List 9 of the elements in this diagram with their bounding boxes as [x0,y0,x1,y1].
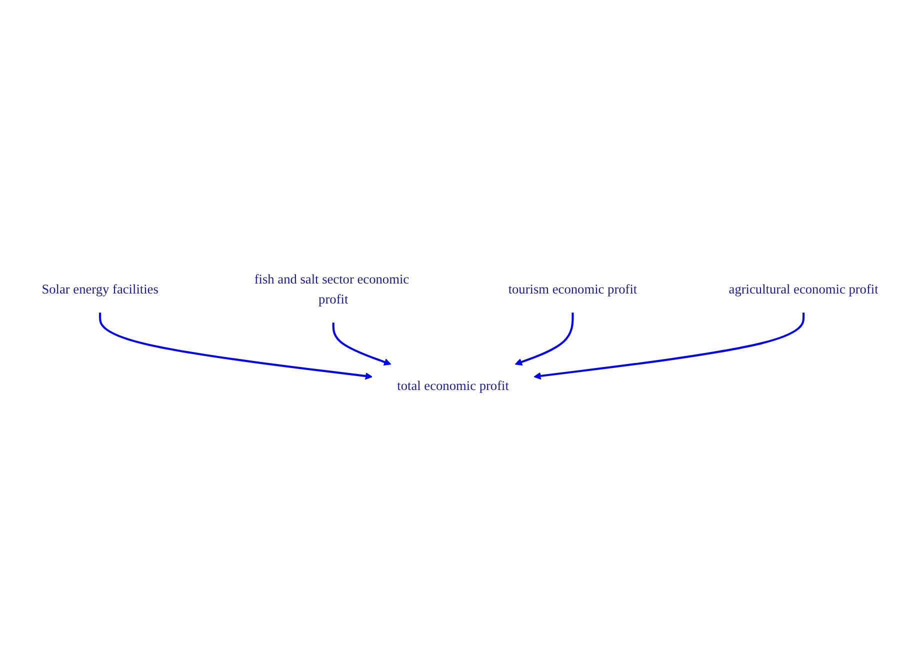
arrow [332,322,392,366]
node-text: tourism economic profit [508,282,638,297]
node-text: fish and salt sector economic profit [254,272,410,307]
arrow [514,312,574,366]
node-text: Solar energy facilities [42,282,158,297]
arrow [99,312,372,380]
node-text: agricultural economic profit [728,282,878,297]
arrow [534,312,805,380]
node-text: total economic profit [397,379,509,394]
